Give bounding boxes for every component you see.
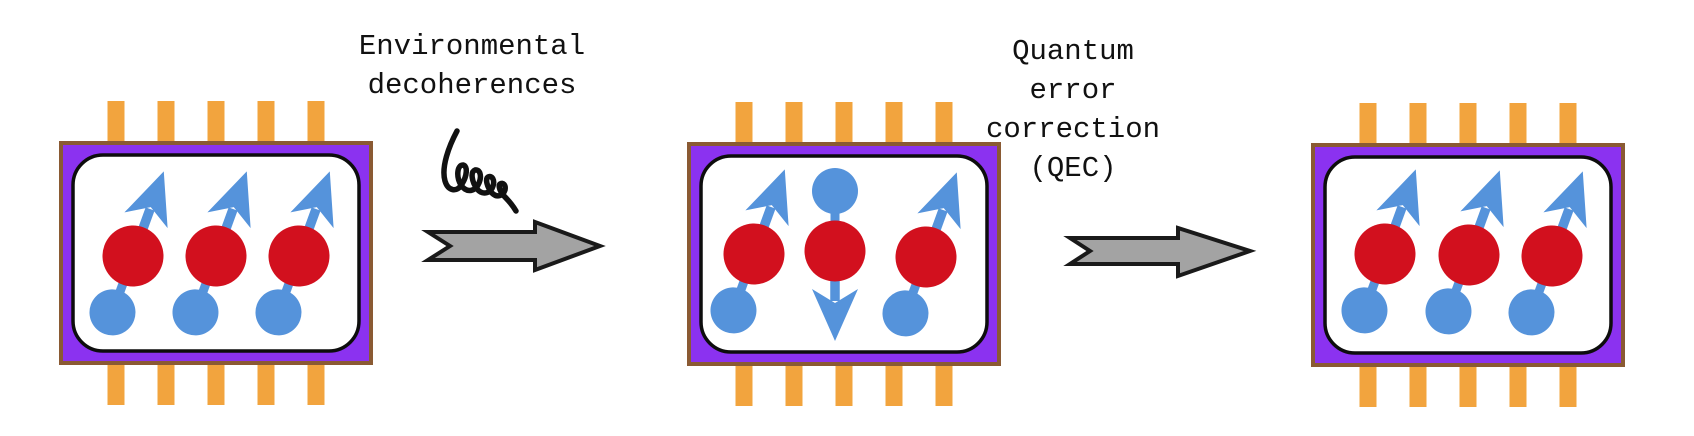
environmental-decoherences-label: Environmental decoherences [322,27,622,105]
qubit-chip-initial [59,99,373,407]
noise-squiggle-icon [441,128,519,214]
label-line: Environmental [358,30,586,63]
label-line: correction [985,113,1161,146]
qubit-chip-corrected [1311,101,1625,409]
label-line: error [1029,74,1117,107]
quantum-error-correction-label: Quantum error correction (QEC) [923,32,1223,188]
label-line: decoherences [367,69,577,102]
label-line: (QEC) [1029,152,1117,185]
decoherence-arrow-icon [421,219,606,273]
qec-arrow-icon [1063,225,1257,279]
label-line: Quantum [1012,35,1134,68]
